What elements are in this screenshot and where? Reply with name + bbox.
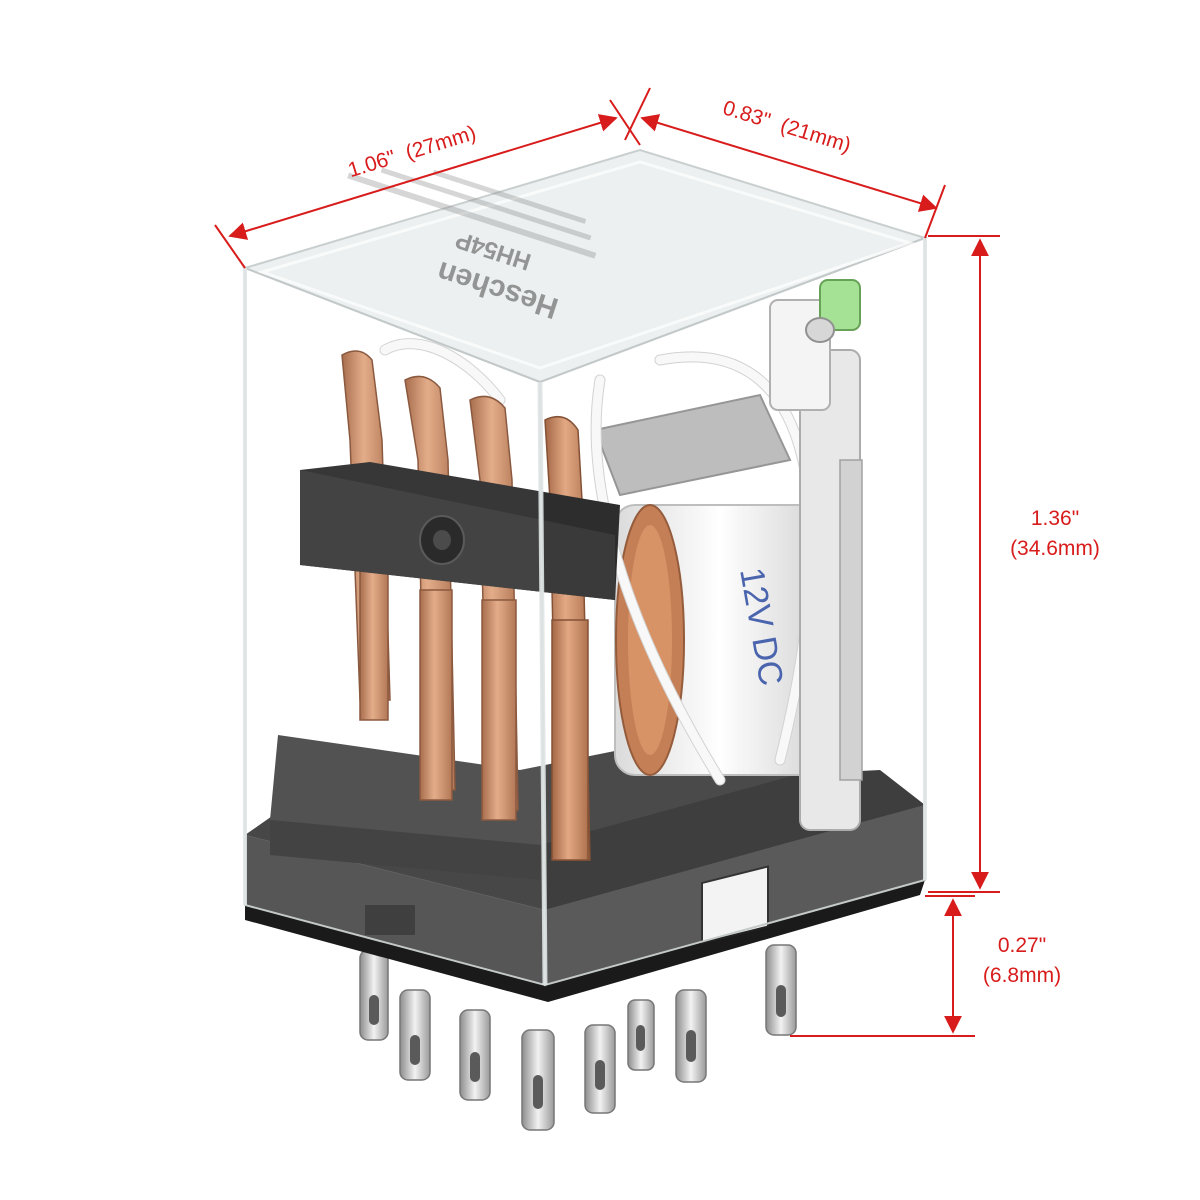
pin (765, 944, 797, 1036)
indicator-led (819, 279, 861, 331)
width-extension-line-left (214, 224, 246, 269)
pin-length-mm: (6.8mm) (983, 964, 1061, 987)
pin (359, 949, 389, 1041)
clear-housing (241, 148, 929, 987)
depth-extension-line-right (924, 184, 946, 239)
pin-length-dimension-label: 0.27" (6.8mm) (983, 934, 1061, 987)
width-dimension-label: 1.06" (27mm) (345, 121, 478, 182)
depth-extension-line-left (624, 87, 651, 141)
height-dimension-label: 1.36" (34.6mm) (1010, 507, 1100, 560)
depth-dimension-line (640, 114, 938, 212)
pin (627, 999, 655, 1071)
terminal-pins (359, 944, 797, 1131)
height-inch: 1.36" (1031, 507, 1079, 530)
pin (399, 989, 431, 1081)
width-mm: (27mm) (403, 121, 479, 164)
depth-inch: 0.83" (720, 96, 773, 132)
pin (521, 1029, 555, 1131)
pin (459, 1009, 491, 1101)
width-dimension-line (228, 114, 618, 240)
width-extension-line-right (609, 99, 641, 146)
depth-mm: (21mm) (778, 114, 854, 157)
svg-text:1.06" (27mm): 1.06" (27mm) (345, 121, 478, 182)
pin-length-inch: 0.27" (998, 934, 1046, 957)
height-mm: (34.6mm) (1010, 537, 1100, 560)
width-inch: 1.06" (345, 146, 398, 182)
pin (584, 1024, 616, 1114)
dimension-lines (214, 87, 1000, 1037)
armature-assembly (769, 279, 863, 831)
pin (675, 989, 707, 1083)
